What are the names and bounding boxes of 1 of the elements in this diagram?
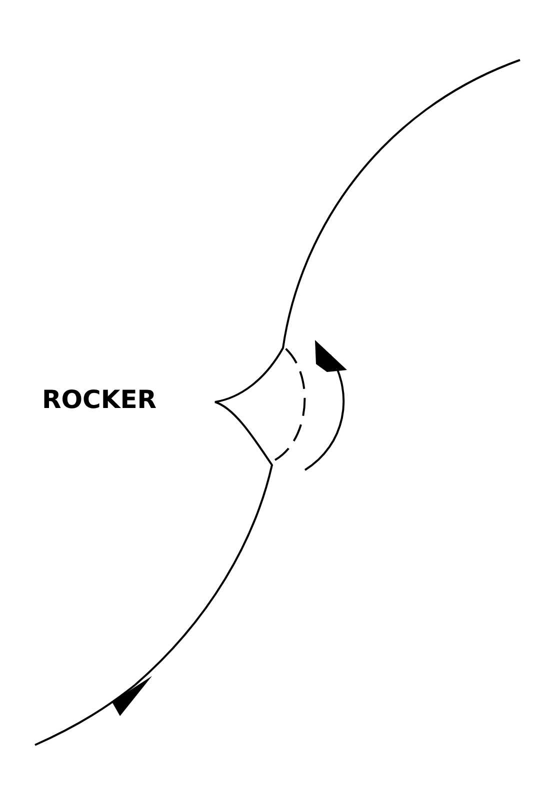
turn-name-label: ROCKER bbox=[42, 385, 157, 414]
